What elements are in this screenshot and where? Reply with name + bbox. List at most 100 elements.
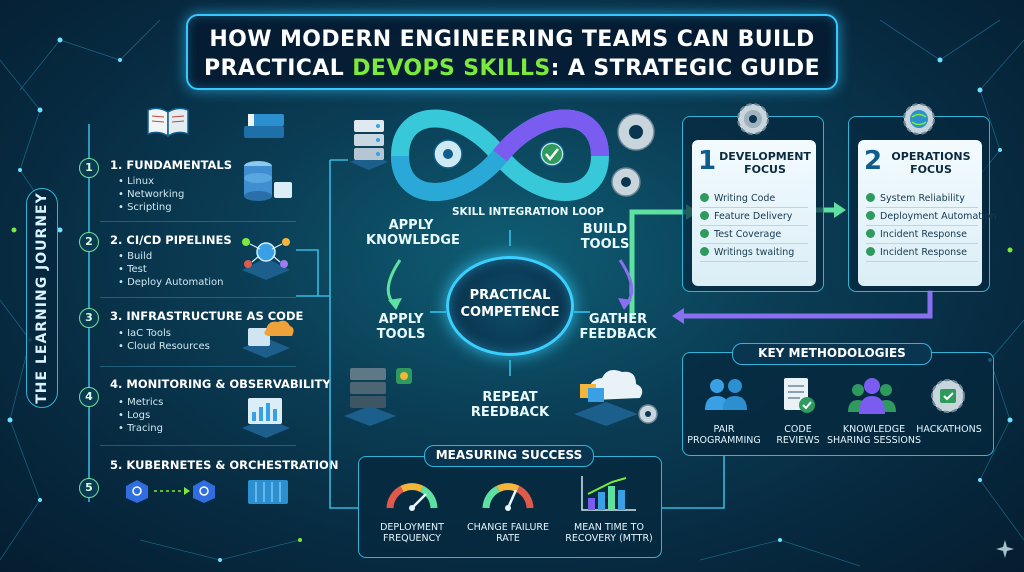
- title-line: FOCUS: [910, 163, 952, 176]
- pair-programming-icon: [705, 379, 747, 410]
- operations-number: 2: [864, 146, 883, 176]
- step-title-monitoring: 4. MONITORING & OBSERVABILITY: [110, 377, 331, 391]
- stage-gather-feedback: GATHER FEEDBACK: [568, 312, 668, 342]
- cloud-infrastructure-icon: [242, 320, 294, 358]
- title-line-2: PRACTICAL DEVOPS SKILLS: A STRATEGIC GUI…: [188, 54, 836, 83]
- label-line: HACKATHONS: [916, 424, 982, 435]
- step-item: Test: [118, 263, 224, 276]
- stage-line: TOOLS: [580, 237, 630, 252]
- item-label: Deployment Automation: [880, 211, 997, 222]
- stage-repeat-feedback: REPEAT REEDBACK: [460, 390, 560, 420]
- code-review-icon: [784, 378, 815, 413]
- infinity-loop-graphic: [390, 109, 610, 201]
- method-code-reviews: CODE REVIEWS: [766, 424, 830, 446]
- stage-line: KNOWLEDGE: [366, 233, 460, 248]
- bar-chart-icon: [581, 476, 636, 511]
- stage-apply-tools: APPLY TOOLS: [356, 312, 446, 342]
- gauge-icon: [482, 483, 534, 511]
- stage-line: FEEDBACK: [579, 327, 657, 342]
- methodologies-title: KEY METHODOLOGIES: [732, 343, 932, 365]
- list-item: Feature Delivery: [700, 208, 808, 226]
- kubernetes-icon: [126, 480, 215, 503]
- item-label: Writing Code: [714, 193, 776, 204]
- step-number-2: 2: [79, 232, 99, 252]
- hackathon-icon: [931, 379, 965, 413]
- journey-rail: [26, 188, 58, 408]
- operations-title: OPERATIONS FOCUS: [884, 150, 978, 176]
- check-icon: [866, 247, 875, 256]
- gear-icon: [737, 103, 769, 135]
- books-stack-icon: [244, 114, 284, 138]
- label-line: KNOWLEDGE: [842, 424, 906, 435]
- stage-line: TOOLS: [376, 327, 426, 342]
- list-item: Writings twaiting: [700, 244, 808, 262]
- label-line: CODE: [784, 424, 812, 435]
- step-number-4: 4: [79, 387, 99, 407]
- step-number-3: 3: [79, 308, 99, 328]
- label-line: FREQUENCY: [383, 533, 441, 544]
- stage-build-tools: BUILD TOOLS: [560, 222, 650, 252]
- title-line-1: HOW MODERN ENGINEERING TEAMS CAN BUILD: [209, 27, 815, 52]
- stage-line: GATHER: [588, 312, 648, 327]
- title-line: OPERATIONS: [891, 150, 971, 163]
- stage-apply-knowledge: APPLY KNOWLEDGE: [366, 218, 460, 248]
- item-label: Writings twaiting: [714, 247, 795, 258]
- label-line: DEPLOYMENT: [380, 522, 444, 533]
- label-line: RATE: [496, 533, 520, 544]
- label-line: REVIEWS: [776, 435, 820, 446]
- cloud-feedback-icon: [574, 370, 658, 426]
- list-item: Incident Response: [866, 244, 978, 262]
- step-divider: [100, 445, 296, 446]
- pipeline-icon: [242, 238, 290, 280]
- item-label: Feature Delivery: [714, 211, 793, 222]
- step-title-fundamentals: 1. FUNDAMENTALS: [110, 158, 233, 172]
- hub-line: COMPETENCE: [460, 305, 560, 320]
- metric-change-failure-rate: CHANGE FAILURE RATE: [462, 522, 554, 544]
- step-item: Logs: [118, 409, 163, 422]
- sparkle-icon: [996, 540, 1014, 558]
- step-items-cicd: Build Test Deploy Automation: [118, 250, 224, 289]
- server-stack-icon: [344, 368, 412, 426]
- label-line: SHARING SESSIONS: [826, 435, 922, 446]
- label-line: MEAN TIME TO: [574, 522, 644, 533]
- label-line: CHANGE FAILURE: [466, 522, 550, 533]
- method-hackathons: HACKATHONS: [914, 424, 984, 435]
- step-title-iac: 3. INFRASTRUCTURE AS CODE: [110, 309, 304, 323]
- loop-label: SKILL INTEGRATION LOOP: [452, 206, 604, 218]
- cycle-arrows: [386, 230, 634, 376]
- title-line-2-end: : A STRATEGIC GUIDE: [550, 56, 821, 81]
- step-item: Build: [118, 250, 224, 263]
- gear-icon: [611, 113, 655, 197]
- hub-line: PRACTICAL: [469, 288, 551, 303]
- list-item: Deployment Automation: [866, 208, 996, 226]
- step-item: Networking: [118, 188, 184, 201]
- gauge-icon: [386, 483, 438, 511]
- label-line: PROGRAMMING: [687, 435, 761, 446]
- development-focus-card: 1 DEVELOPMENT FOCUS Writing Code Feature…: [692, 140, 816, 286]
- item-label: Incident Response: [880, 229, 967, 240]
- step-title-kubernetes: 5. KUBERNETES & ORCHESTRATION: [110, 458, 339, 472]
- title-accent: DEVOPS SKILLS: [352, 56, 551, 81]
- step-items-fundamentals: Linux Networking Scripting: [118, 175, 184, 214]
- metric-mttr: MEAN TIME TO RECOVERY (MTTR): [560, 522, 658, 544]
- practical-competence-hub: PRACTICAL COMPETENCE: [446, 256, 574, 356]
- knowledge-sharing-icon: [848, 378, 896, 414]
- check-icon: [866, 193, 875, 202]
- measuring-success-title: MEASURING SUCCESS: [424, 445, 594, 467]
- check-icon: [700, 211, 709, 220]
- step-item: Tracing: [118, 422, 163, 435]
- step-item: IaC Tools: [118, 327, 210, 340]
- development-number: 1: [698, 146, 717, 176]
- step-item: Cloud Resources: [118, 340, 210, 353]
- step-item: Scripting: [118, 201, 184, 214]
- check-icon: [700, 247, 709, 256]
- globe-gear-icon: [903, 103, 935, 135]
- list-item: System Reliability: [866, 190, 978, 208]
- check-icon: [700, 193, 709, 202]
- step-item: Metrics: [118, 396, 163, 409]
- step-divider: [100, 366, 296, 367]
- step-item: Deploy Automation: [118, 276, 223, 289]
- database-icon: [244, 161, 292, 201]
- operations-list: System Reliability Deployment Automation…: [866, 190, 996, 262]
